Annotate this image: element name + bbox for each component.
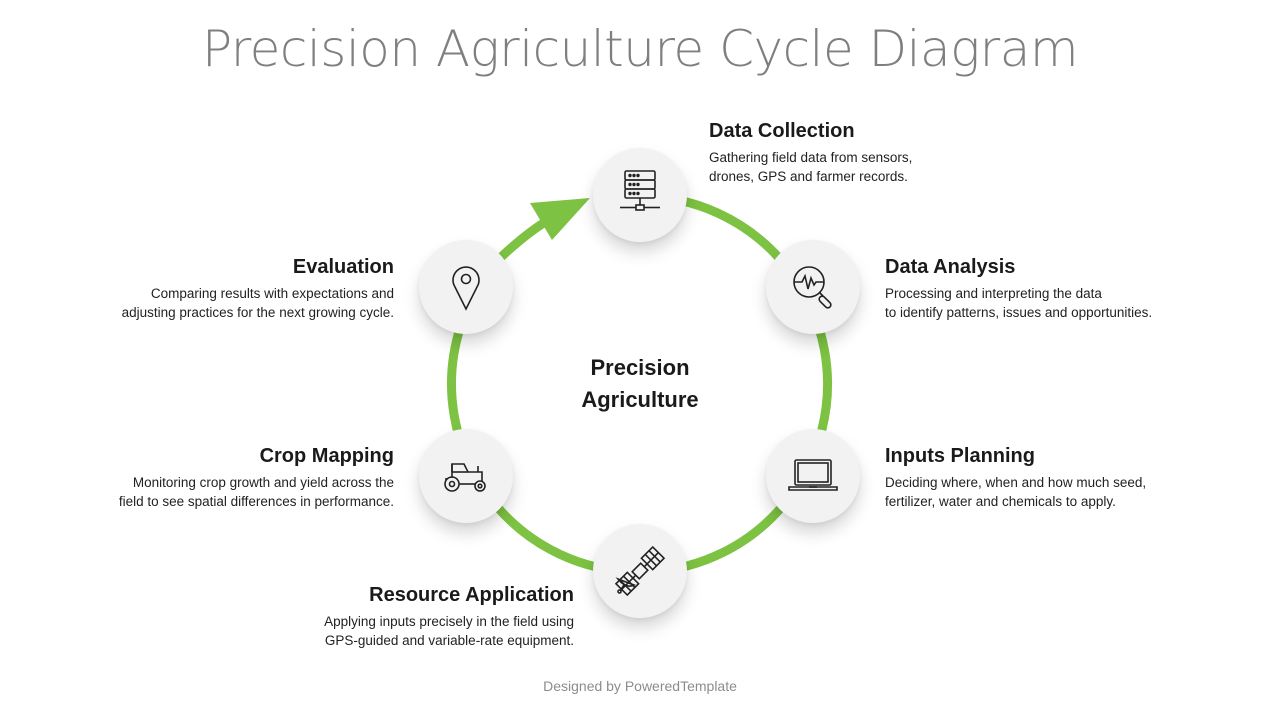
map-pin-icon <box>452 266 480 311</box>
node-crop-mapping <box>419 429 513 523</box>
step-title: Resource Application <box>369 584 574 606</box>
step-description: Deciding where, when and how much seed,f… <box>885 475 1147 509</box>
step-title: Data Analysis <box>885 256 1016 278</box>
step-inputs-planning: Inputs Planning Deciding where, when and… <box>885 443 1146 511</box>
tractor-icon <box>444 463 486 492</box>
center-label-line1: Precision <box>590 355 690 380</box>
center-label: Precision Agriculture <box>540 352 740 416</box>
step-data-analysis: Data Analysis Processing and interpretin… <box>885 254 1152 322</box>
step-data-collection: Data Collection Gathering field data fro… <box>709 118 912 186</box>
node-resource-application <box>593 524 687 618</box>
arrow-head-icon <box>530 198 590 240</box>
step-title: Crop Mapping <box>259 445 394 467</box>
step-title: Evaluation <box>292 256 394 278</box>
center-label-line2: Agriculture <box>581 387 699 412</box>
step-description: Monitoring crop growth and yield across … <box>118 475 394 509</box>
server-network-icon <box>620 170 660 211</box>
node-data-collection <box>593 148 687 242</box>
magnifier-pulse-icon <box>793 266 832 309</box>
satellite-icon <box>614 545 666 597</box>
node-inputs-planning <box>766 429 860 523</box>
node-evaluation <box>419 240 513 334</box>
step-resource-application: Resource Application Applying inputs pre… <box>324 582 574 650</box>
step-title: Inputs Planning <box>885 445 1035 467</box>
step-crop-mapping: Crop Mapping Monitoring crop growth and … <box>119 443 394 511</box>
footer-credit: Designed by PoweredTemplate <box>543 678 737 694</box>
page-title: Precision Agriculture Cycle Diagram <box>201 20 1079 78</box>
step-evaluation: Evaluation Comparing results with expect… <box>122 254 394 322</box>
step-description: Applying inputs precisely in the field u… <box>324 614 574 648</box>
laptop-icon <box>788 459 838 491</box>
node-data-analysis <box>766 240 860 334</box>
step-title: Data Collection <box>709 120 855 142</box>
step-description: Gathering field data from sensors,drones… <box>709 150 913 184</box>
